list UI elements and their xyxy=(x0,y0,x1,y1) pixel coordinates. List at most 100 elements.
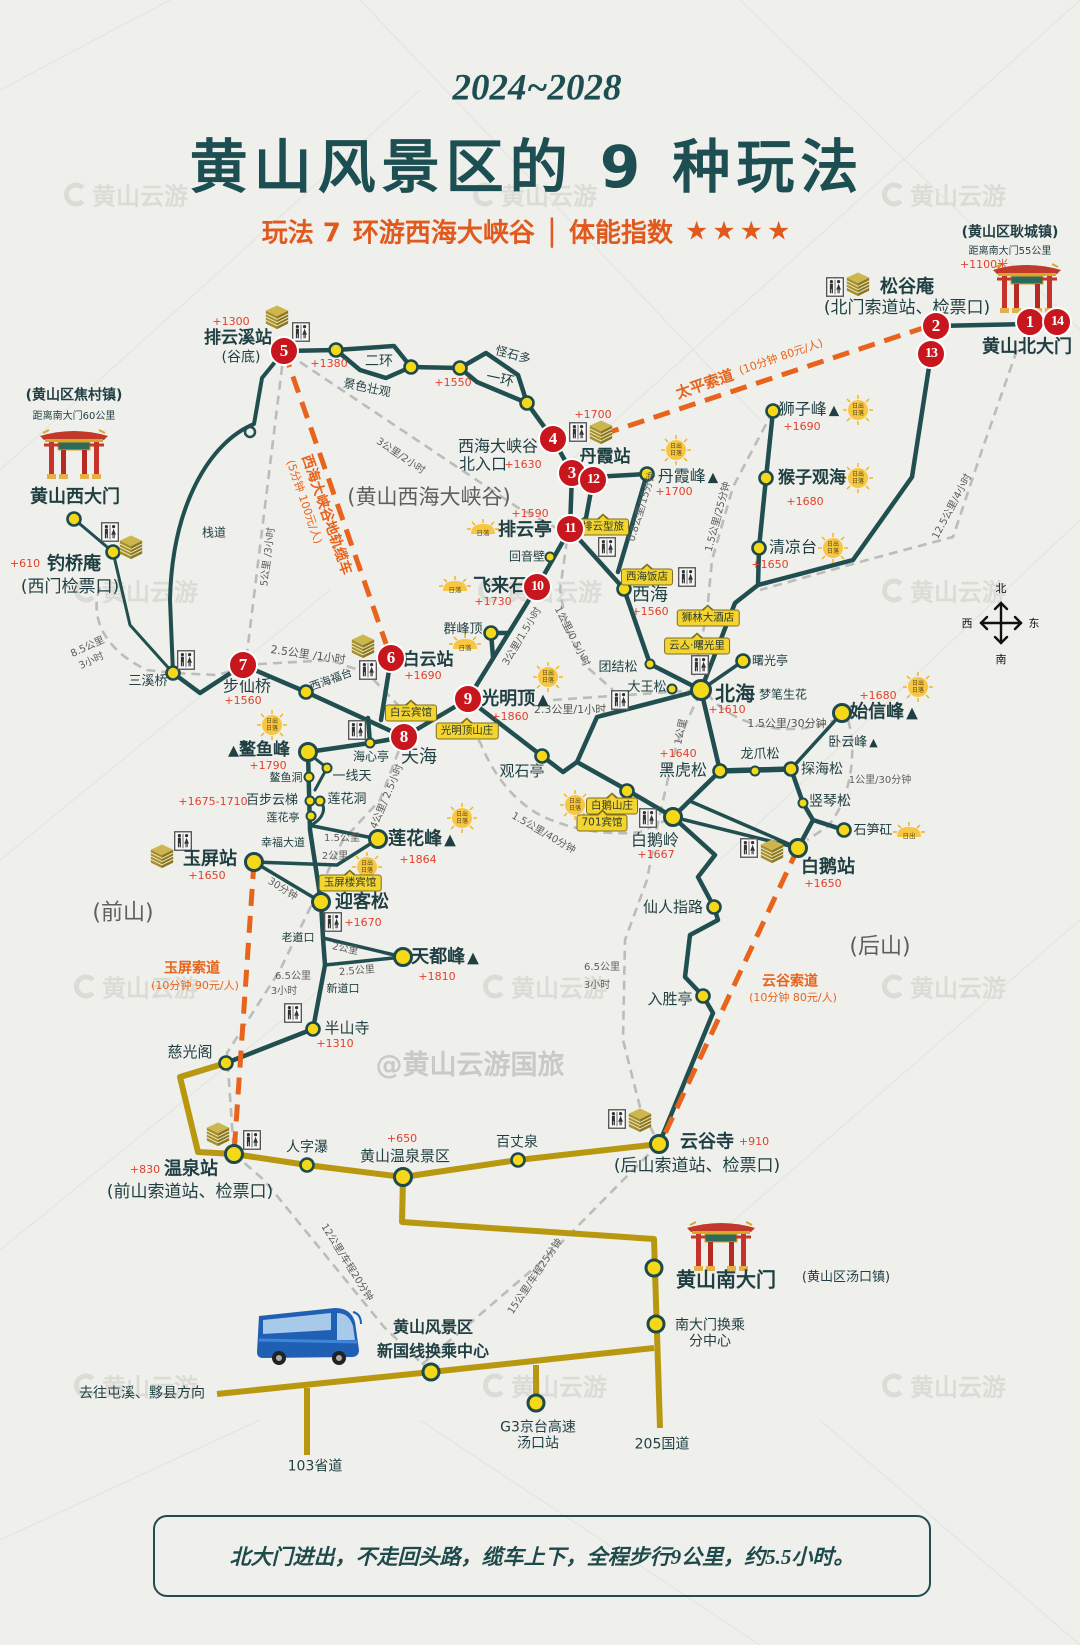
baie-station-name: 白鹅站 xyxy=(801,856,855,878)
woyunfeng-label: 卧云峰▲ xyxy=(828,736,878,750)
bus-icon xyxy=(257,1308,362,1365)
road-205-label: 205国道 xyxy=(634,1436,690,1453)
houzi-label: 猴子观海 xyxy=(778,468,846,489)
feilaishi-elevation: +1730 xyxy=(474,595,512,609)
west-gate-name: 黄山西大门 xyxy=(30,486,120,508)
canyon-north-entrance-line2: 北入口 xyxy=(458,454,508,474)
beihai-elevation: +1610 xyxy=(708,703,746,717)
back-mountain-label: (后山) xyxy=(849,934,911,960)
dot-south-gate xyxy=(644,1258,664,1278)
distance-label: 3小时 xyxy=(270,985,298,997)
dot-xianrenzhilu xyxy=(706,899,722,915)
baizhangquan-label: 百丈泉 xyxy=(496,1134,538,1151)
watermark-logo: 黄山云游 xyxy=(882,1368,1006,1403)
longzhuasong-label: 龙爪松 xyxy=(740,747,780,763)
to-tunxi-label: 去往屯溪、黟县方向 xyxy=(79,1385,205,1402)
heihusong-elevation: +1640 xyxy=(659,747,697,761)
dot-1380 xyxy=(328,342,344,358)
watermark-logo: 黄山云游 xyxy=(473,177,597,212)
haixinting-label: 海心亭 xyxy=(352,749,390,764)
wenquan-area-elevation: +650 xyxy=(386,1132,418,1146)
lianhuafeng-label: 莲花峰▲ xyxy=(388,828,456,850)
danxiafeng-name: 丹霞峰 xyxy=(657,466,706,486)
distance-label: 2公里 xyxy=(321,850,349,862)
sunrise-sunset-icon: 日出日落 xyxy=(843,395,873,425)
route-badge-14: 14 xyxy=(1042,307,1072,337)
distance-label: 6.5公里 xyxy=(275,970,311,982)
hotel-tag-baie: 白鹅山庄 xyxy=(586,792,638,815)
south-transfer-line1: 南大门换乘 xyxy=(675,1317,745,1334)
yungusi-elevation: +910 xyxy=(738,1135,770,1149)
route-subtitle: 玩法 7 环游西海大峡谷 | 体能指数 ★★★★ xyxy=(262,213,795,250)
dot-baieshanzhuang xyxy=(619,783,635,799)
dot-wenquan-station xyxy=(224,1144,244,1164)
south-gate-town: (黄山区汤口镇) xyxy=(801,1270,891,1286)
dot-dawangsong xyxy=(666,683,678,695)
zhandao-label: 栈道 xyxy=(201,525,227,540)
dot-west-gate xyxy=(66,511,82,527)
dot-diaoqiaoan xyxy=(105,544,121,560)
guangmingding-label: 光明顶▲ xyxy=(481,690,549,710)
dot-lianhuating xyxy=(305,810,317,822)
compass-icon xyxy=(979,601,1023,645)
south-gate-icon xyxy=(686,1217,756,1273)
lianhuating-label: 莲花亭 xyxy=(266,811,300,825)
shizifeng-name: 狮子峰 xyxy=(778,399,827,419)
shisungang-label: 石笋矼 xyxy=(853,823,893,839)
compass-west: 西 xyxy=(961,617,973,631)
restroom-icon xyxy=(678,567,696,587)
guanshiting-label: 观石亭 xyxy=(499,762,545,781)
cable-station-icon xyxy=(117,535,145,561)
dot-aoyudong xyxy=(303,771,315,783)
houzi-elevation: +1680 xyxy=(786,495,824,509)
header-years: 2024~2028 xyxy=(452,67,622,109)
fitness-stars-icon: ★★★★ xyxy=(685,216,795,246)
yungusi-name: 云谷寺 xyxy=(680,1131,734,1153)
route-badge-7: 7 xyxy=(228,650,258,680)
road-103-label: 103省道 xyxy=(287,1458,343,1475)
canyon-north-elevation: +1630 xyxy=(504,458,542,472)
route-badge-6: 6 xyxy=(376,643,406,673)
route-summary-text: 北大门进出，不走回头路，缆车上下，全程步行9公里，约5.5小时。 xyxy=(229,1545,855,1569)
watermark-logo: 黄山云游 xyxy=(483,1368,607,1403)
aoyudong-label: 鳌鱼洞 xyxy=(269,771,303,785)
lianhuafeng-elevation: +1864 xyxy=(399,853,437,867)
yungu-cableway-name: 云谷索道 xyxy=(762,973,818,990)
dot-tiandufeng xyxy=(393,947,413,967)
dot-lianhuadong xyxy=(314,795,326,807)
baieling-label: 白鹅岭 xyxy=(630,830,680,850)
restroom-icon xyxy=(691,655,709,675)
renzipu-label: 人字瀑 xyxy=(286,1139,328,1156)
dot-renzipu xyxy=(299,1157,315,1173)
restroom-icon xyxy=(348,720,366,740)
watermark-logo: 黄山云游 xyxy=(882,177,1006,212)
guangmingding-elevation: +1860 xyxy=(491,710,529,724)
spot-1380-elevation: +1380 xyxy=(310,357,348,371)
yuping-cableway-info: (10分钟 90元/人) xyxy=(151,979,239,993)
dot-south-transfer xyxy=(646,1314,666,1334)
dot-danxiafeng xyxy=(639,466,655,482)
qunfengding-label: 群峰顶 xyxy=(443,622,483,638)
cable-station-icon xyxy=(148,844,176,870)
compass-south: 南 xyxy=(995,653,1007,667)
xingfudadao-label: 幸福大道 xyxy=(261,836,305,850)
yihuan-elevation: +1550 xyxy=(434,376,472,390)
sunset-icon: 日落 xyxy=(438,575,472,595)
dot-1550 xyxy=(452,360,468,376)
baibuyunti-label: 百步云梯 xyxy=(245,793,299,809)
laodaokou-label: 老道口 xyxy=(281,931,315,945)
watermark-logo: 黄山云游 xyxy=(64,177,188,212)
transfer-center-line2: 新国线换乘中心 xyxy=(376,1341,490,1361)
lianhuafeng-name: 莲花峰 xyxy=(388,828,443,850)
buxianqiao-label: 步仙桥 xyxy=(222,676,272,696)
distance-label: 1公里/30分钟 xyxy=(848,774,912,786)
yuping-cableway xyxy=(231,861,257,1155)
subtitle-separator: | xyxy=(546,213,558,249)
dot-tuanjiesong xyxy=(644,658,656,670)
watermark-credit: @黄山云游国旅 xyxy=(375,1049,565,1081)
aoyufeng-label: ▲鳌鱼峰 xyxy=(226,741,290,760)
dot-lianhuafeng xyxy=(368,829,388,849)
shuguangting-label: 曙光亭 xyxy=(751,653,789,668)
distance-label: 1.5公里 xyxy=(324,832,360,844)
sunrise-sunset-icon: 日出日落 xyxy=(843,463,873,493)
